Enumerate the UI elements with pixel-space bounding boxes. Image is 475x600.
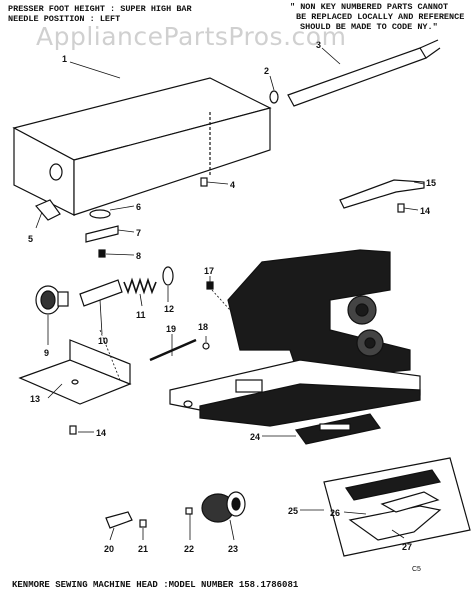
screw-part-22 [185, 507, 193, 515]
screw-part-14-left [69, 425, 77, 435]
machine-head-body [169, 249, 421, 427]
top-cover-part-1 [12, 77, 272, 216]
callout-14-left: 14 [96, 428, 106, 438]
washer-part-2 [269, 90, 279, 104]
callout-26: 26 [330, 508, 340, 518]
non-key-parts-note-line1: " NON KEY NUMBERED PARTS CANNOT [290, 2, 449, 12]
non-key-parts-note-line2: BE REPLACED LOCALLY AND REFERENCE [296, 12, 465, 22]
callout-2: 2 [264, 66, 269, 76]
clip-part-20 [105, 511, 133, 529]
callout-21: 21 [138, 544, 148, 554]
pin-part-19 [149, 338, 197, 362]
callout-14-right: 14 [420, 206, 430, 216]
callout-22: 22 [184, 544, 194, 554]
washer-part-12 [162, 266, 174, 286]
stud-part-18 [202, 342, 210, 350]
watermark: AppliancePartsPros.com [36, 22, 347, 51]
presser-foot-note: PRESSER FOOT HEIGHT : SUPER HIGH BAR [8, 4, 192, 14]
callout-10: 10 [98, 336, 108, 346]
callout-18: 18 [198, 322, 208, 332]
lever-part-15 [339, 179, 425, 209]
callout-15: 15 [426, 178, 436, 188]
thread-guide-part-5 [35, 199, 61, 221]
slide-plate-box-part-25 [323, 457, 471, 557]
callout-12: 12 [164, 304, 174, 314]
callout-leader-lines [35, 47, 425, 541]
spring-part-11 [123, 277, 157, 295]
callout-27: 27 [402, 542, 412, 552]
callout-3: 3 [316, 40, 321, 50]
callout-19: 19 [166, 324, 176, 334]
callout-5: 5 [28, 234, 33, 244]
screw-part-8 [98, 249, 106, 258]
needle-plate-part-24 [294, 413, 382, 445]
needle-position-note: NEEDLE POSITION : LEFT [8, 14, 121, 24]
bracket-part-13 [18, 339, 132, 405]
non-key-parts-note-line3: SHOULD BE MADE TO CODE NY." [300, 22, 438, 32]
callout-1: 1 [62, 54, 67, 64]
tension-knob-part-9 [35, 285, 69, 315]
callout-4: 4 [230, 180, 235, 190]
callout-23: 23 [228, 544, 238, 554]
callout-8: 8 [136, 251, 141, 261]
callout-13: 13 [30, 394, 40, 404]
screw-part-4 [200, 177, 208, 187]
screw-part-21 [139, 519, 147, 528]
callout-11: 11 [136, 310, 146, 320]
callout-17: 17 [204, 266, 214, 276]
screw-part-14-right [397, 203, 405, 213]
corner-code: C5 [412, 566, 421, 573]
bobbin-winder-part-23 [201, 491, 246, 523]
callout-7: 7 [136, 228, 141, 238]
footer-title: KENMORE SEWING MACHINE HEAD :MODEL NUMBE… [12, 580, 299, 590]
callout-24: 24 [250, 432, 260, 442]
callout-9: 9 [44, 348, 49, 358]
callout-25: 25 [288, 506, 298, 516]
callout-20: 20 [104, 544, 114, 554]
cylinder-part-10 [79, 279, 123, 307]
needle-bar-rod-part-3 [287, 39, 441, 107]
part-7 [85, 225, 119, 243]
part-6 [89, 209, 111, 219]
callout-6: 6 [136, 202, 141, 212]
